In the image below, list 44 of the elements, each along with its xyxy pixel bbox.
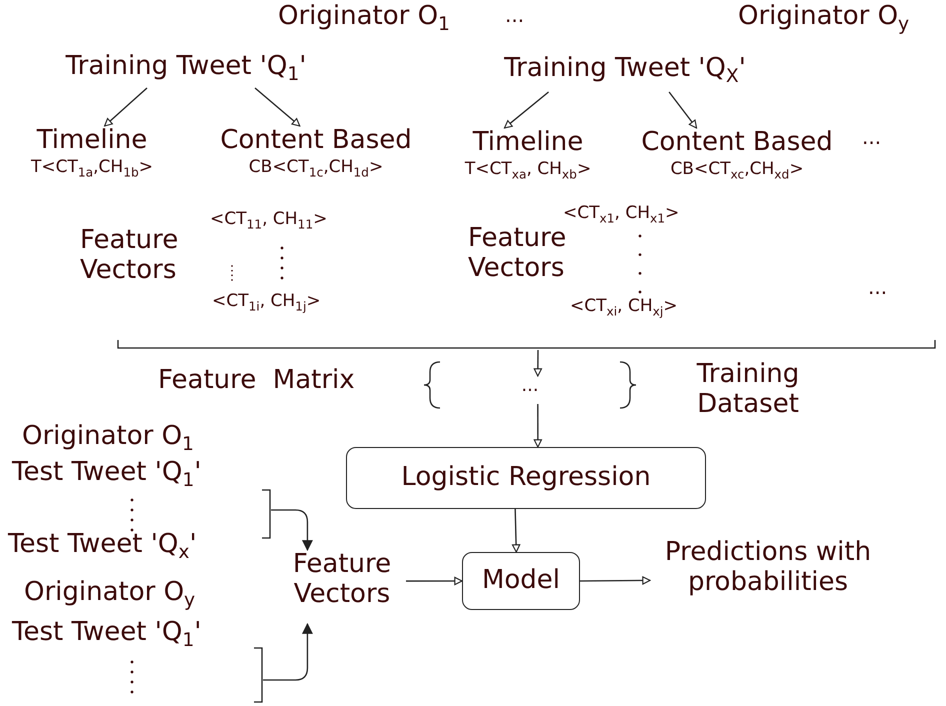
arrow [668,92,698,129]
label-text: Feature Vectors [468,224,568,284]
arrow [271,509,313,552]
node-text: ... [500,376,560,404]
label-text: <CT$_{1i}$, CH$_{1j}$> [212,292,321,312]
process-box: Logistic Regression [346,447,706,509]
arrow [254,88,300,127]
arrow [534,350,542,377]
label-text: Test Tweet 'Q$_{1}$' [12,618,202,648]
label-text: ... [505,4,524,27]
arrow [104,88,148,127]
label-text: Feature Matrix [158,366,355,396]
node-text: Feature Vectors [278,550,406,624]
arrow [406,576,463,586]
node-heading: Content Based [219,126,413,156]
label-text: Test Tweet 'Q$_{1}$' [12,458,202,488]
arrow [534,404,542,448]
label-text: Training Dataset [696,360,800,420]
arrow [263,622,313,681]
node-heading: Timeline [36,126,148,156]
node-heading: Content Based [640,128,834,158]
node-text: Predictions with probabilities [650,538,886,644]
arrow [512,508,520,553]
feature-pair: T<CT$_{1a}$,CH$_{1b}$> [30,158,154,178]
label-text: ... [868,276,888,299]
label-text: Originator O$_{y}$ [738,2,910,32]
label-text: <CT$_{xi}$, CH$_{xj}$> [570,297,678,317]
node-text: Training Tweet 'Q$_{1}$' [36,52,336,88]
process-box: Model [462,552,580,610]
label-text: Originator O$_{y}$ [24,578,196,608]
arrow [504,92,549,129]
label-text: Test Tweet 'Q$_{x}$' [8,530,197,560]
label-text: Feature Vectors [80,226,180,286]
feature-pair: CB<CT$_{1c}$,CH$_{1d}$> [248,158,384,178]
node-text: Training Tweet 'Q$_{X}$' [478,54,772,92]
arrow [580,576,651,585]
label-text: Originator O$_{1}$ [278,2,450,32]
feature-pair: T<CT$_{xa}$, CH$_{xb}$> [464,160,592,180]
feature-pair: CB<CT$_{xc}$,CH$_{xd}$> [669,160,805,180]
node-heading: Timeline [472,128,584,158]
label-text: Originator O$_{1}$ [22,422,194,452]
label-text: ... [862,126,882,149]
label-text: <CT$_{11}$, CH$_{11}$> [210,210,328,230]
label-text: <CT$_{x1}$, CH$_{x1}$> [563,204,680,224]
